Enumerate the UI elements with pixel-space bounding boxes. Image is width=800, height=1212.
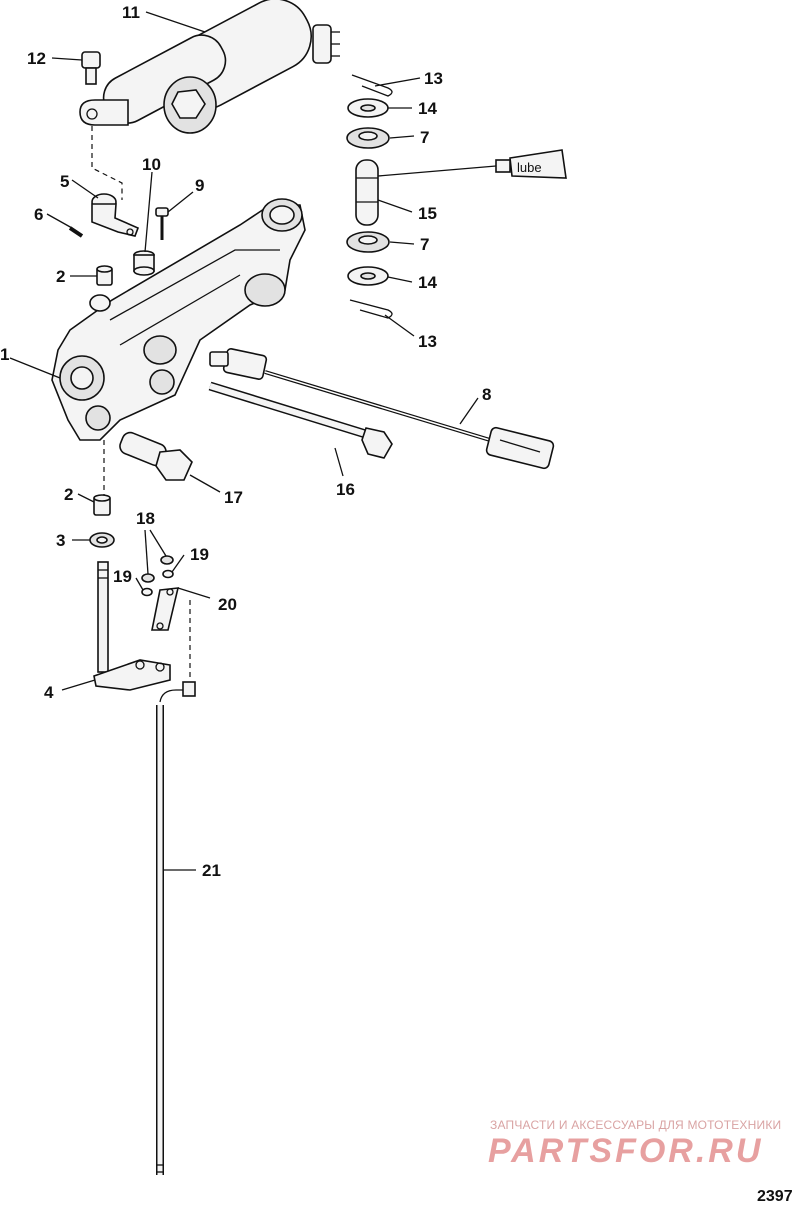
part-7-bushing-upper xyxy=(346,127,390,149)
callout-3: 3 xyxy=(56,531,65,550)
part-15-pivot-pin xyxy=(355,159,379,226)
watermark-brand: PARTSFOR.RU xyxy=(488,1132,764,1170)
callout-19-left: 19 xyxy=(113,567,132,586)
callout-17: 17 xyxy=(224,488,243,507)
callout-11: 11 xyxy=(122,3,140,22)
part-2-bushing-lower xyxy=(93,494,111,516)
part-2-bushing-upper xyxy=(96,265,113,286)
part-1-housing xyxy=(51,198,306,441)
part-14-washer-upper xyxy=(347,98,389,118)
callout-20: 20 xyxy=(218,595,237,614)
alignment-line-motor xyxy=(91,126,123,200)
callout-7-lower: 7 xyxy=(420,235,429,254)
callout-4: 4 xyxy=(44,683,54,702)
callout-2-upper: 2 xyxy=(56,267,65,286)
callout-13-lower: 13 xyxy=(418,332,437,351)
part-3-washer xyxy=(89,532,115,548)
callout-12: 12 xyxy=(27,49,46,68)
part-9-screw xyxy=(155,207,169,240)
part-16-long-bolt xyxy=(208,381,393,459)
part-7-bushing-lower xyxy=(346,231,390,253)
figure-number: 2397 xyxy=(757,1188,793,1205)
part-20-link xyxy=(151,587,180,631)
part-14-washer-lower xyxy=(347,266,389,286)
callout-1: 1 xyxy=(0,345,9,364)
callout-labels: 11 12 13 14 7 lube 10 5 9 6 15 7 2 14 13… xyxy=(0,3,542,880)
part-5-arm xyxy=(91,193,140,237)
callout-6: 6 xyxy=(34,205,43,224)
part-17-shoulder-bolt xyxy=(119,431,193,481)
callout-9: 9 xyxy=(195,176,204,195)
leader-lines xyxy=(9,11,479,871)
part-19-washers xyxy=(141,569,174,597)
part-11-motor xyxy=(79,0,340,134)
part-13-clip-upper xyxy=(351,74,393,97)
callout-5: 5 xyxy=(60,172,69,191)
part-6-pin xyxy=(68,226,84,238)
part-8-sensor-harness xyxy=(209,348,555,470)
lube-tube xyxy=(377,149,567,179)
callout-18: 18 xyxy=(136,509,155,528)
part-13-clip-lower xyxy=(349,299,393,319)
part-21-shift-rod xyxy=(156,681,196,1175)
callout-16: 16 xyxy=(336,480,355,499)
callout-2-lower: 2 xyxy=(64,485,73,504)
callout-19-right: 19 xyxy=(190,545,209,564)
callout-7-upper: 7 xyxy=(420,128,429,147)
part-10-bushing xyxy=(133,250,155,276)
part-4-lever-shaft xyxy=(93,561,171,691)
watermark-tagline: ЗАПЧАСТИ И АКСЕССУАРЫ ДЛЯ МОТОТЕХНИКИ xyxy=(490,1118,782,1132)
part-12-bolt xyxy=(81,51,101,85)
callout-8: 8 xyxy=(482,385,491,404)
callout-14-upper: 14 xyxy=(418,99,437,118)
callout-10: 10 xyxy=(142,155,161,174)
callout-13-upper: 13 xyxy=(424,69,443,88)
callout-21: 21 xyxy=(202,861,221,880)
callout-15: 15 xyxy=(418,204,437,223)
callout-14-lower: 14 xyxy=(418,273,437,292)
lube-label: lube xyxy=(517,160,542,175)
